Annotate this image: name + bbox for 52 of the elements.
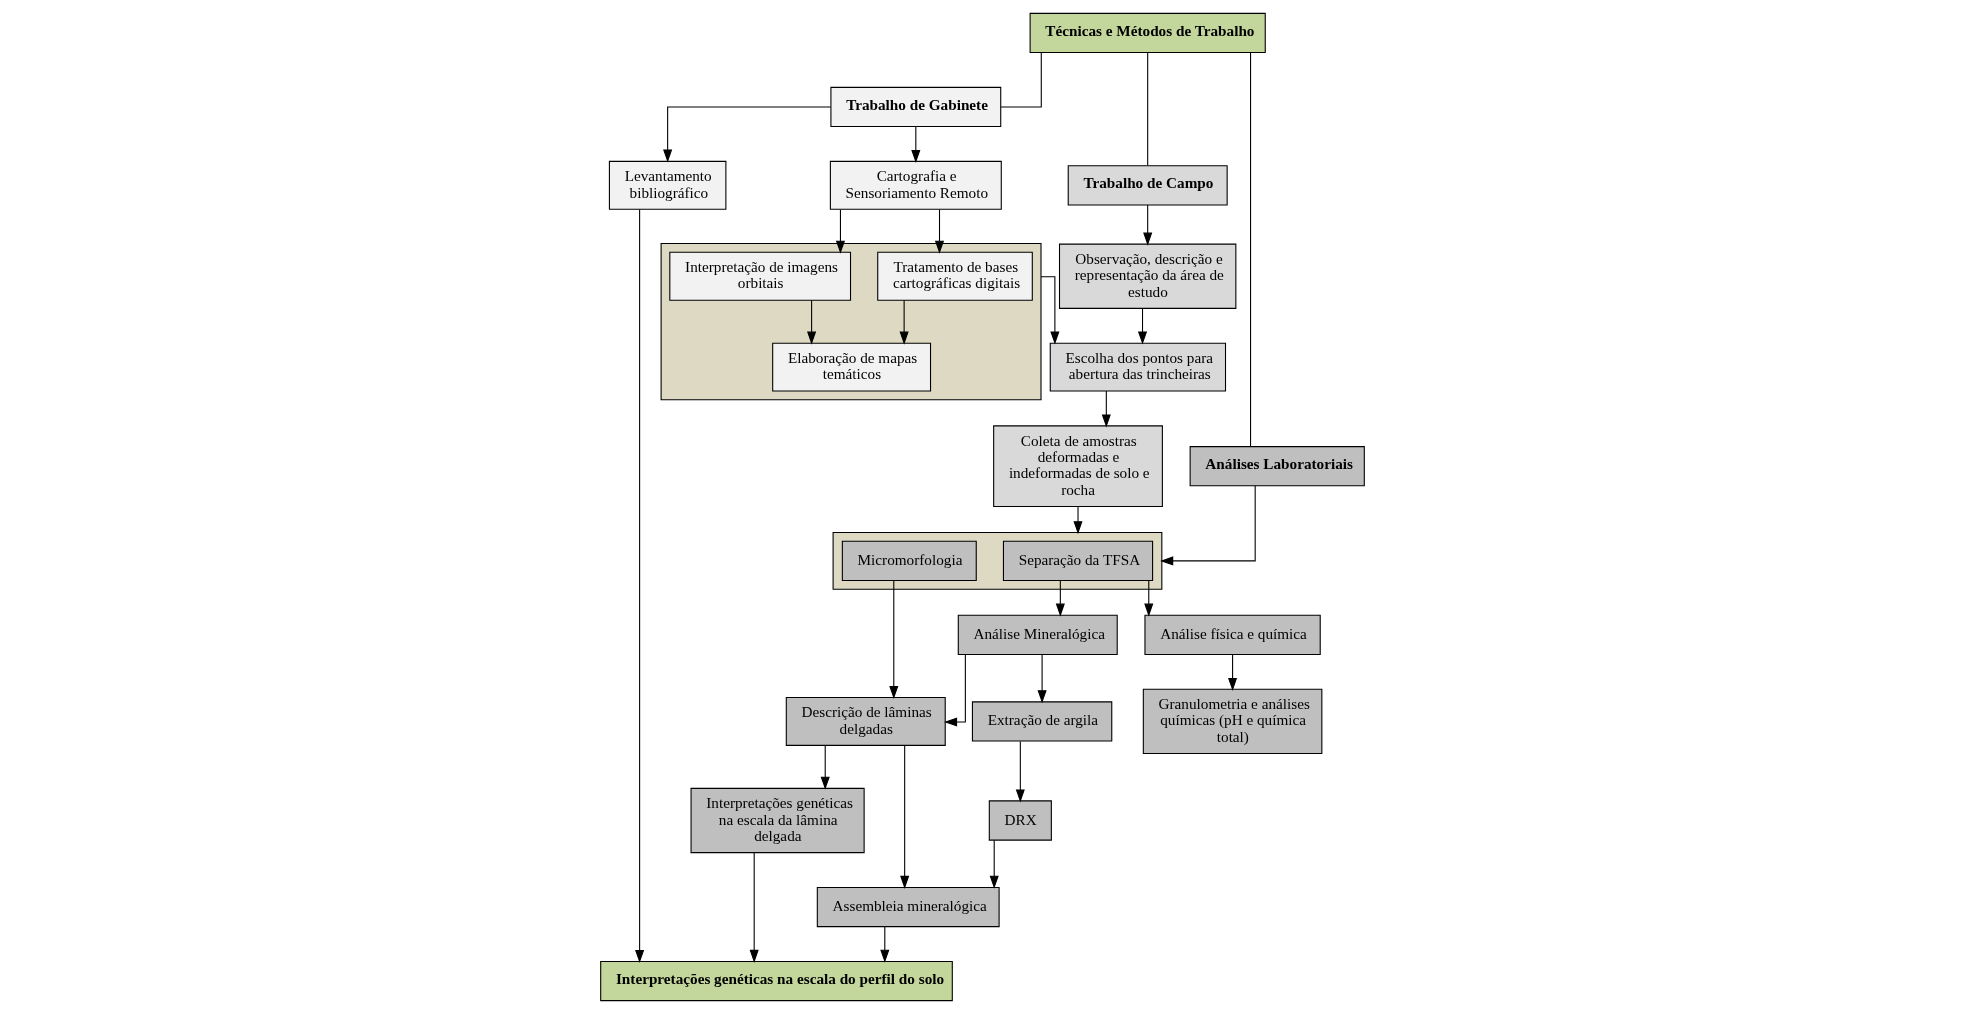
node-box: Granulometria e análises químicas (pH e química total) [1142, 688, 1322, 754]
node-box: Escolha dos pontos para abertura das trincheiras [1049, 342, 1226, 392]
node-box: Interpretações genéticas na escala do perfil do solo [599, 960, 953, 1001]
arrow [1101, 390, 1111, 427]
arrow [879, 925, 889, 963]
arrow [1055, 579, 1065, 617]
arrow [806, 299, 816, 345]
connector [999, 51, 1042, 107]
node-box: DRX [988, 799, 1052, 841]
node-box: Micromorfologia [841, 540, 977, 581]
connector [1146, 51, 1148, 166]
arrow [749, 851, 759, 963]
node-box: Observação, descrição e representação da área de estudo [1058, 243, 1236, 309]
arrow [1159, 484, 1256, 565]
node-box: Levantamento bibliográfico [608, 160, 726, 210]
node-box: Trabalho de Gabinete [829, 86, 1001, 127]
node-box: Tratamento de bases cartográficas digitais [876, 251, 1033, 301]
node-box: Técnicas e Métodos de Trabalho [1029, 12, 1266, 53]
arrow [899, 744, 909, 889]
arrow [1143, 579, 1153, 617]
arrow [820, 744, 830, 790]
node-box: Interpretação de imagens orbitais [668, 251, 851, 301]
arrow [1015, 740, 1025, 802]
node-box: Coleta de amostras deformadas e indeformadas de solo e rocha [992, 424, 1163, 507]
arrow [835, 208, 845, 254]
node-box: Descrição de lâminas delgadas [785, 696, 946, 746]
node-box: Separação da TFSA [1002, 540, 1153, 581]
connector [1249, 51, 1251, 447]
node-box: Análises Laboratoriais [1189, 445, 1365, 486]
arrow [989, 839, 999, 889]
arrow [1072, 505, 1083, 534]
node-box: Trabalho de Campo [1067, 164, 1228, 205]
node-box: Elaboração de mapas temáticos [771, 342, 931, 392]
arrow [910, 125, 920, 163]
node-box: Interpretações genéticas na escala da lâmina delgada [690, 787, 865, 853]
arrow [934, 208, 944, 254]
arrow [899, 299, 909, 345]
node-box: Análise Mineralógica [957, 614, 1118, 655]
arrow [1137, 307, 1147, 345]
arrow [888, 579, 898, 699]
arrow [1227, 653, 1237, 691]
arrow [1037, 653, 1047, 703]
arrow [662, 105, 831, 163]
arrow [1039, 275, 1059, 345]
cluster [832, 531, 1162, 590]
arrow [1142, 204, 1152, 246]
node-box: Análise física e química [1143, 614, 1321, 655]
node-box: Assembleia mineralógica [816, 886, 1000, 927]
arrow [943, 653, 966, 727]
arrow [634, 208, 644, 963]
node-box: Extração de argila [971, 700, 1112, 742]
node-box: Cartografia e Sensoriamento Remoto [829, 160, 1002, 210]
